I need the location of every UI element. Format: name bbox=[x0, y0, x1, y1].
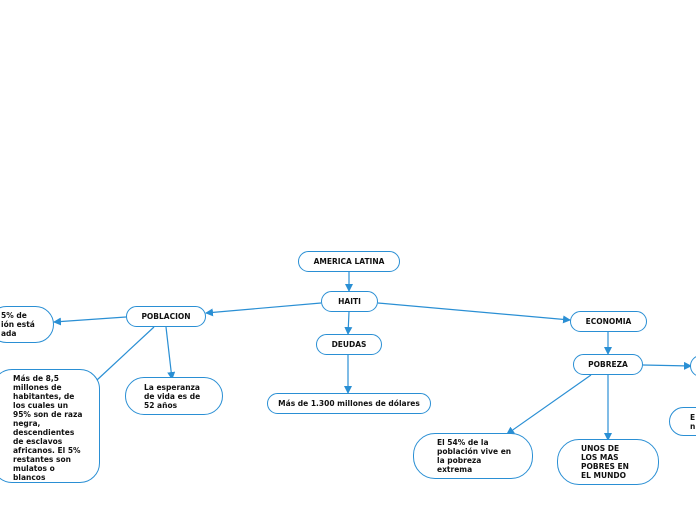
node-deudas-valor-label: Más de 1.300 millones de dólares bbox=[278, 399, 420, 408]
node-pobreza-extrema-label: El 54% de la población vive en la pobrez… bbox=[437, 438, 512, 474]
edge-poblacion-to-partial bbox=[53, 316, 127, 326]
node-economia[interactable]: ECONOMIA bbox=[570, 311, 647, 332]
node-pobreza[interactable]: POBREZA bbox=[573, 354, 643, 375]
node-mas-pobres-label: UNOS DE LOS MAS POBRES EN EL MUNDO bbox=[581, 444, 629, 480]
edge-haiti-to-economia bbox=[377, 302, 571, 324]
node-millones-habitantes-label: Más de 8,5 millones de habitantes, de lo… bbox=[13, 374, 83, 482]
node-deudas-valor[interactable]: Más de 1.300 millones de dólares bbox=[267, 393, 431, 414]
node-economia-label: ECONOMIA bbox=[585, 317, 632, 326]
edge-poblacion-to-millones bbox=[96, 326, 155, 381]
node-millones-habitantes[interactable]: Más de 8,5 millones de habitantes, de lo… bbox=[0, 369, 100, 483]
node-poblacion-parcial-label: 5% de ión está ada bbox=[1, 311, 35, 338]
edge-haiti-to-deudas bbox=[344, 311, 353, 335]
edge-pobreza-to-extrema bbox=[506, 374, 592, 435]
node-america-latina-label: AMERICA LATINA bbox=[313, 257, 385, 266]
edge-pobreza-to-right bbox=[642, 361, 692, 370]
node-pobreza-extrema[interactable]: El 54% de la población vive en la pobrez… bbox=[413, 433, 533, 479]
node-america-latina[interactable]: AMERICA LATINA bbox=[298, 251, 400, 272]
node-derecha-inferior[interactable]: E n bbox=[669, 407, 696, 436]
edge-haiti-to-poblacion bbox=[205, 302, 322, 317]
node-esperanza-vida-label: La esperanza de vida es de 52 años bbox=[144, 382, 201, 410]
node-poblacion-label: POBLACION bbox=[141, 312, 191, 321]
node-deudas-label: DEUDAS bbox=[331, 340, 367, 349]
node-deudas[interactable]: DEUDAS bbox=[316, 334, 382, 355]
node-pobreza-label: POBREZA bbox=[588, 360, 628, 369]
node-poblacion-parcial[interactable]: 5% de ión está ada bbox=[0, 306, 54, 343]
node-mas-pobres[interactable]: UNOS DE LOS MAS POBRES EN EL MUNDO bbox=[557, 439, 659, 485]
node-esperanza-vida[interactable]: La esperanza de vida es de 52 años bbox=[125, 377, 223, 415]
edge-poblacion-to-esperanza bbox=[165, 326, 176, 380]
node-haiti-label: HAITI bbox=[338, 297, 361, 306]
node-poblacion[interactable]: POBLACION bbox=[126, 306, 206, 327]
node-haiti[interactable]: HAITI bbox=[321, 291, 378, 312]
node-derecha-inferior-label: E n bbox=[690, 412, 696, 431]
